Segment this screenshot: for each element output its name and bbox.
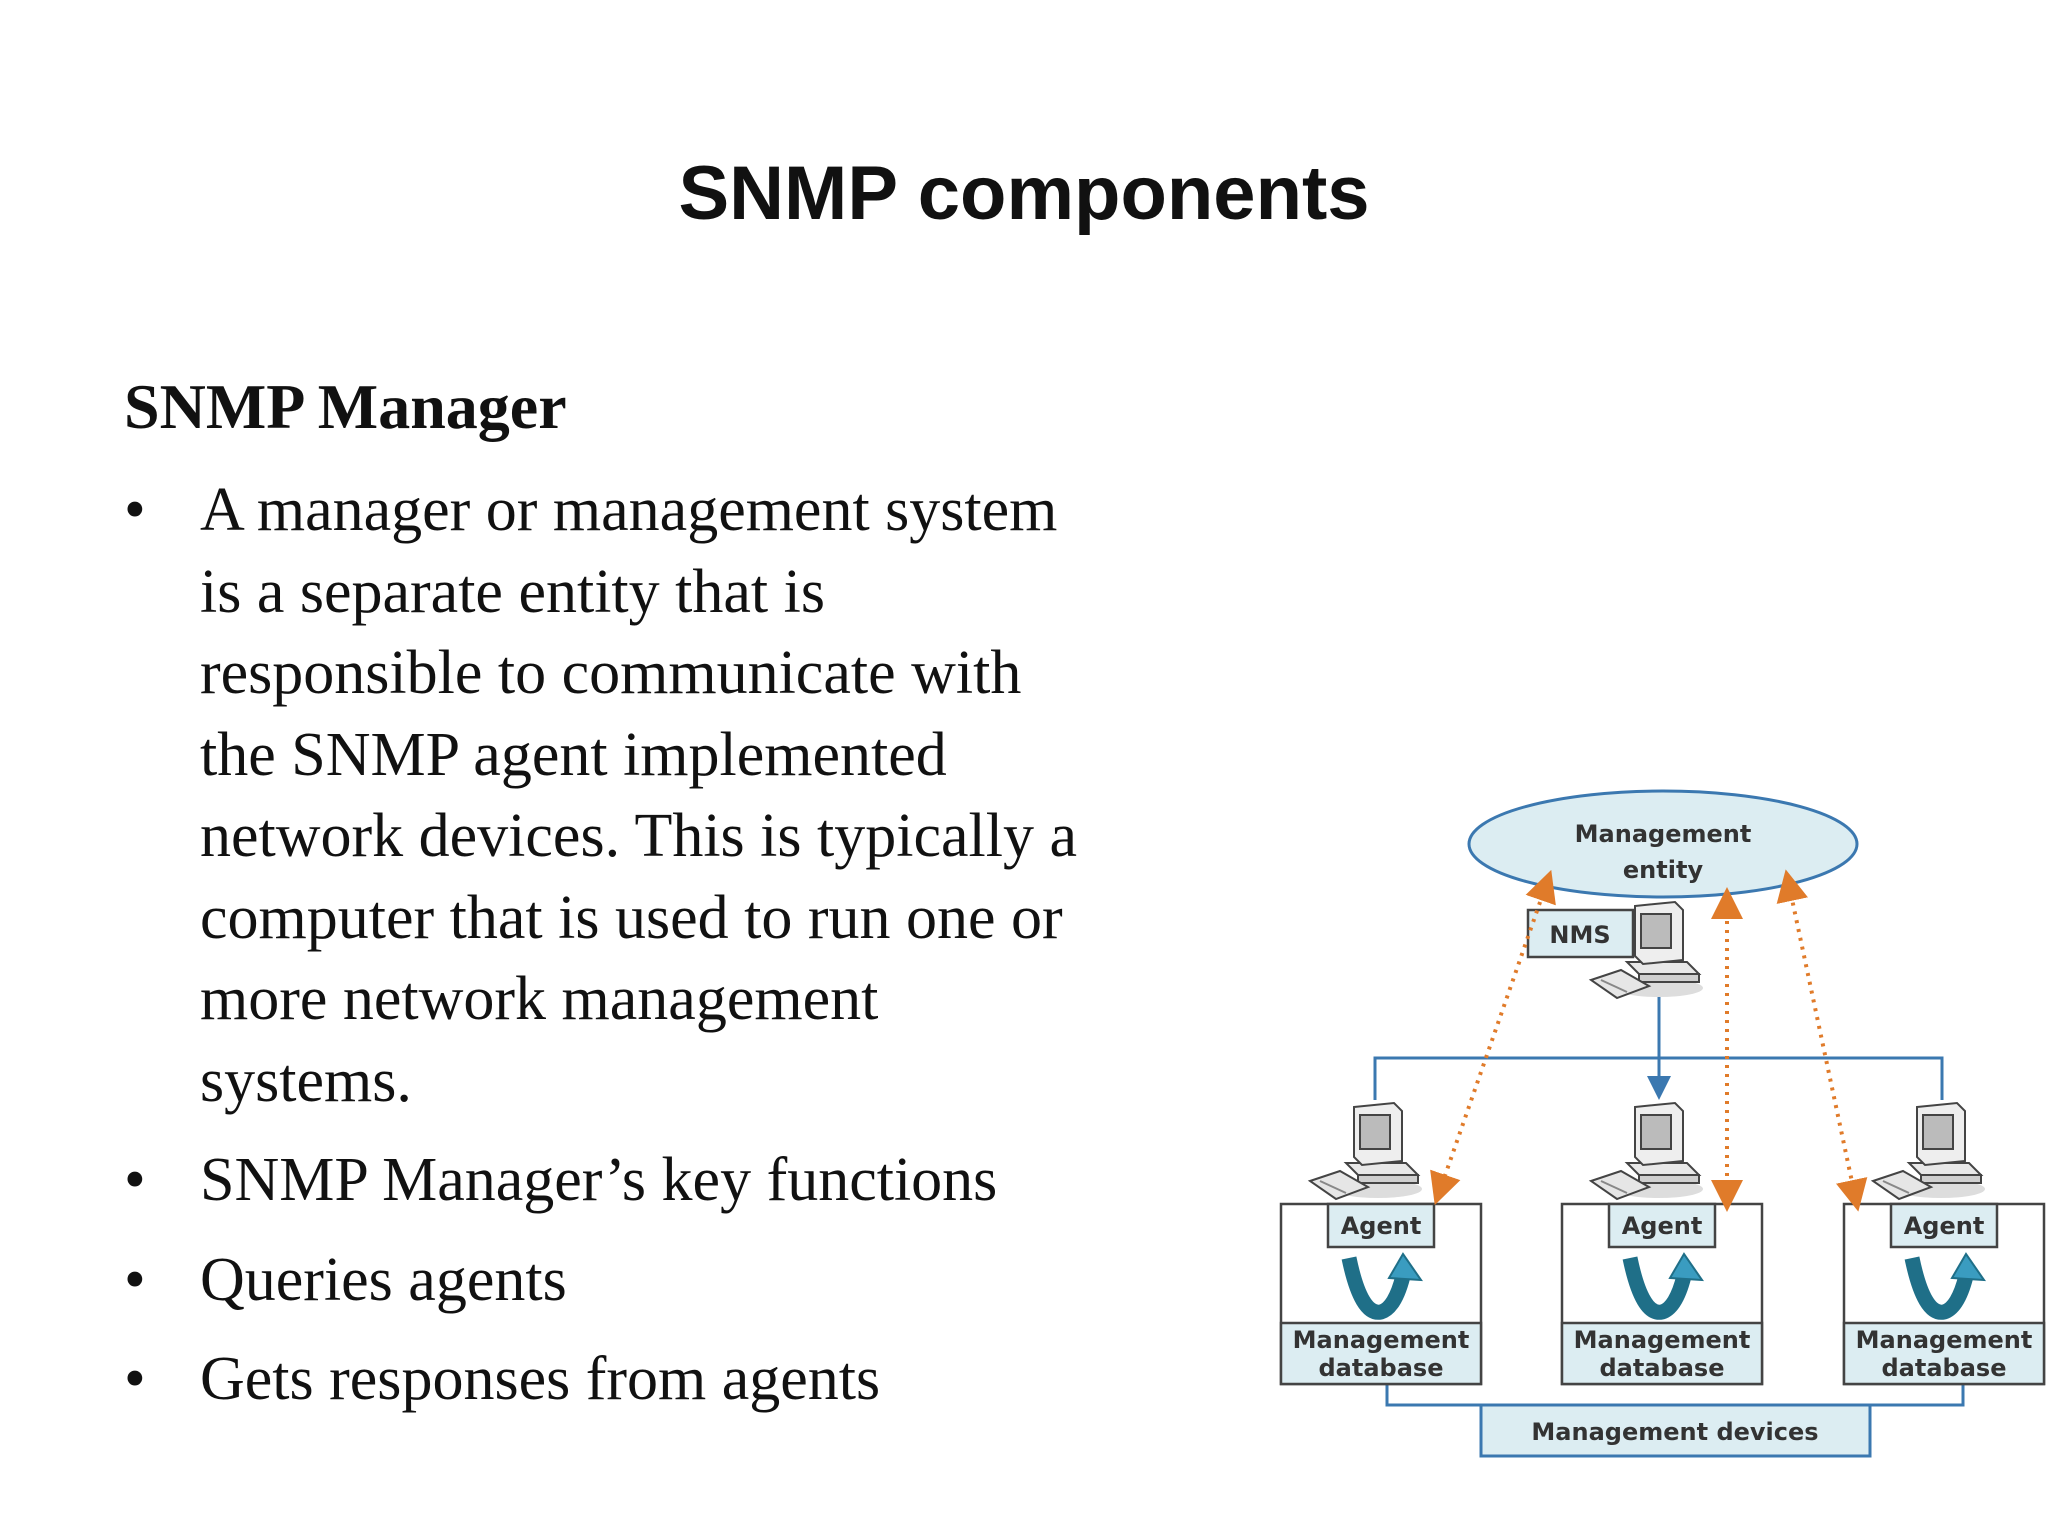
bullet-item: • Gets responses from agents (124, 1339, 1224, 1421)
database-label-1: Management (1856, 1326, 2033, 1354)
bullet-item: • Queries agents (124, 1240, 1224, 1322)
database-label-2: database (1882, 1354, 2007, 1382)
bullet-line: is a separate entity that is (200, 557, 825, 626)
management-database-box (1279, 1321, 1483, 1386)
database-label-1: Management (1574, 1326, 1751, 1354)
arrowhead-icon (1950, 1252, 1986, 1282)
arrowhead-icon (1387, 1252, 1423, 1282)
bullet-line: computer that is used to run one or (200, 883, 1063, 952)
management-database-box (1560, 1321, 1764, 1386)
agent-label: Agent (1622, 1212, 1703, 1240)
agent-computer-icon (1309, 1102, 1423, 1200)
agent-computer-icon (1590, 1102, 1704, 1200)
bullet-line: systems. (200, 1046, 412, 1115)
bullet-icon: • (124, 1245, 146, 1314)
entity-label-2: entity (1623, 856, 1704, 884)
bullet-icon: • (124, 476, 146, 544)
entity-label-1: Management (1575, 820, 1752, 848)
bullet-list: • A manager or management system is a sepa… (124, 470, 1224, 1421)
agent-box (1326, 1202, 1436, 1249)
agent-box (1607, 1202, 1717, 1249)
bullet-line: A manager or management system (200, 476, 1058, 544)
section-heading: SNMP Manager (124, 371, 567, 442)
curved-arrow-icon (1904, 1256, 1974, 1320)
database-label-1: Management (1293, 1326, 1470, 1354)
management-database-box (1842, 1321, 2046, 1386)
agent-label: Agent (1904, 1212, 1985, 1240)
bullet-line: Gets responses from agents (200, 1345, 881, 1413)
bullet-item: • A manager or management system is a sepa… (124, 470, 1224, 1122)
management-devices-box (1479, 1403, 1872, 1458)
management-devices-label: Management devices (1531, 1418, 1818, 1446)
bullet-icon: • (124, 1146, 146, 1214)
management-entity (1467, 789, 1859, 899)
dotted-arrow-right (1776, 869, 1868, 1212)
bullet-line: more network management (200, 965, 879, 1033)
bullet-line: SNMP Manager’s key functions (200, 1146, 998, 1214)
slide-title: SNMP components (678, 151, 1370, 236)
curved-arrow-icon (1622, 1256, 1692, 1320)
network-bus-line (1373, 1056, 1944, 1100)
agent-box (1889, 1202, 1999, 1249)
bullet-line: the SNMP agent implemented (200, 720, 947, 789)
bullet-line: responsible to communicate with (200, 639, 1022, 707)
bullet-line: network devices. This is typically a (200, 802, 1077, 870)
nms-label: NMS (1549, 921, 1610, 949)
agent-computer-icon (1872, 1102, 1986, 1200)
devices-bracket-line (1385, 1384, 1965, 1407)
database-label-2: database (1319, 1354, 1444, 1382)
agent-label: Agent (1341, 1212, 1422, 1240)
bullet-line: Queries agents (200, 1245, 567, 1314)
bullet-item: • SNMP Manager’s key functions (124, 1140, 1224, 1222)
arrowhead-icon (1668, 1252, 1704, 1282)
bullet-icon: • (124, 1345, 146, 1413)
curved-arrow-icon (1341, 1256, 1411, 1320)
database-label-2: database (1600, 1354, 1725, 1382)
